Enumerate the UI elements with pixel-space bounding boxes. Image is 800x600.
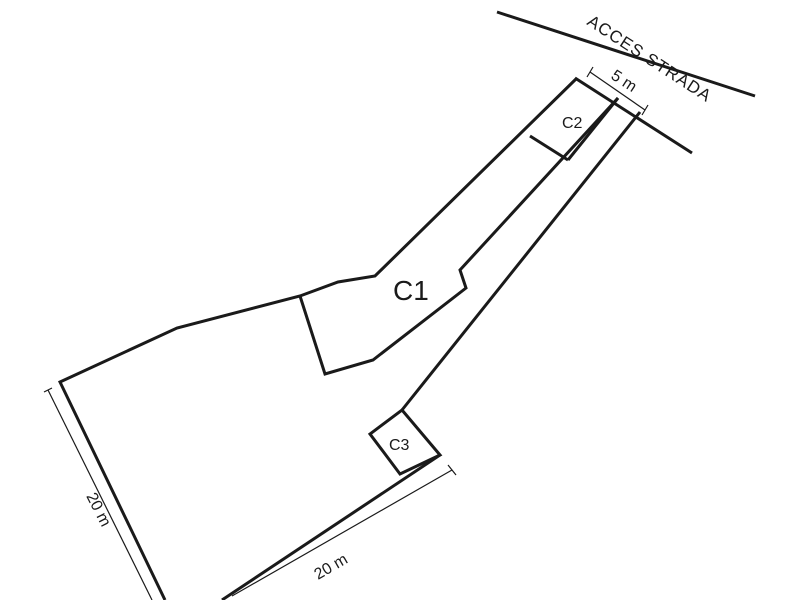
parcel-c1-label: C1: [393, 275, 429, 306]
dimension-south-label: 20 m: [312, 551, 351, 584]
parcel-south-boundary: [221, 453, 441, 600]
road-edge-upper: [496, 10, 756, 98]
dimension-south-side: [231, 464, 457, 597]
road-label: ACCES STRADA: [584, 11, 715, 105]
dimension-west-side: [43, 387, 153, 600]
parcel-c2-label: C2: [562, 115, 583, 132]
access-strip-inner-edge: [298, 96, 620, 376]
dimension-west-label: 20 m: [82, 490, 113, 529]
dimension-road-width: [586, 66, 649, 116]
parcel-c2-side: [566, 97, 620, 161]
parcel-c3-boundary: [367, 407, 443, 476]
dimension-road-width-label: 5 m: [608, 67, 640, 96]
parcel-c3-label: C3: [389, 437, 410, 454]
parcel-c1-boundary: [57, 76, 579, 600]
road-edge-lower: [574, 76, 693, 155]
parcel-c2-divider: [529, 134, 569, 162]
access-strip-outer-edge: [400, 111, 642, 411]
